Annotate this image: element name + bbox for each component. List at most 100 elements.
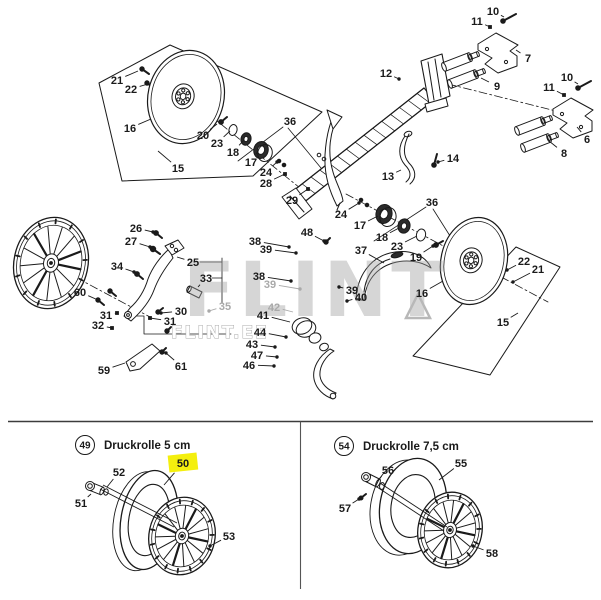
part-label-40[interactable]: 40 xyxy=(345,292,367,304)
part-label-30[interactable]: 30 xyxy=(159,306,187,318)
bearing-chain-left xyxy=(228,124,327,168)
part-label-24[interactable]: 24 xyxy=(335,201,361,221)
arm-25 xyxy=(123,239,203,322)
inset-box-49: 49 Druckrolle 5 cm xyxy=(75,435,190,528)
svg-text:29: 29 xyxy=(286,195,298,207)
part-label-12[interactable]: 12 xyxy=(380,68,401,81)
svg-text:52: 52 xyxy=(113,467,125,479)
part-label-36[interactable]: 36 xyxy=(426,197,438,209)
part-label-52[interactable]: 52 xyxy=(106,467,125,488)
part-label-9[interactable]: 9 xyxy=(480,77,500,93)
part-label-35[interactable]: 35 xyxy=(207,301,231,313)
part-label-50[interactable]: 50 xyxy=(163,452,199,486)
link-45 xyxy=(313,348,337,400)
part-label-29[interactable]: 29 xyxy=(286,187,310,207)
svg-text:18: 18 xyxy=(227,147,239,159)
part-label-22[interactable]: 22 xyxy=(125,83,149,96)
svg-text:33: 33 xyxy=(200,273,212,285)
part-label-15[interactable]: 15 xyxy=(157,150,184,175)
part-label-57[interactable]: 57 xyxy=(339,497,361,515)
part-label-44[interactable]: 44 xyxy=(254,327,288,339)
part-label-39[interactable]: 39 xyxy=(264,279,302,291)
part-label-48[interactable]: 48 xyxy=(301,227,326,243)
svg-text:39: 39 xyxy=(346,285,358,297)
part-label-27[interactable]: 27 xyxy=(125,236,152,249)
discs-and-wheels xyxy=(12,49,509,576)
part-label-23[interactable]: 23 xyxy=(391,235,418,253)
part-label-10[interactable]: 10 xyxy=(561,72,579,85)
svg-text:17: 17 xyxy=(245,157,257,169)
part-label-19[interactable]: 19 xyxy=(410,244,435,264)
svg-text:17: 17 xyxy=(354,220,366,232)
part-label-43[interactable]: 43 xyxy=(246,339,277,351)
svg-text:21: 21 xyxy=(111,75,123,87)
part-label-39[interactable]: 39 xyxy=(260,244,298,256)
part-label-51[interactable]: 51 xyxy=(75,493,92,510)
part-label-11[interactable]: 11 xyxy=(543,82,566,97)
svg-text:10: 10 xyxy=(561,72,573,84)
svg-text:25: 25 xyxy=(187,257,199,269)
svg-text:41: 41 xyxy=(257,310,269,322)
part-label-37[interactable]: 37 xyxy=(355,245,385,264)
part-label-34[interactable]: 34 xyxy=(111,261,136,274)
part-label-16[interactable]: 16 xyxy=(416,280,444,300)
part-label-31[interactable]: 31 xyxy=(148,316,176,328)
part-label-25[interactable]: 25 xyxy=(176,256,199,269)
svg-text:43: 43 xyxy=(246,339,258,351)
svg-text:39: 39 xyxy=(264,279,276,291)
part-label-14[interactable]: 14 xyxy=(436,153,460,165)
svg-text:11: 11 xyxy=(543,82,555,94)
svg-text:22: 22 xyxy=(518,256,530,268)
svg-text:23: 23 xyxy=(391,241,403,253)
part-label-39[interactable]: 39 xyxy=(337,285,358,297)
part-label-6[interactable]: 6 xyxy=(576,126,590,146)
part-label-61[interactable]: 61 xyxy=(164,351,187,373)
inset-title-54: Druckrolle 7,5 cm xyxy=(363,441,459,453)
part-label-55[interactable]: 55 xyxy=(438,458,467,481)
part-label-16[interactable]: 16 xyxy=(124,118,152,135)
part-label-38[interactable]: 38 xyxy=(249,236,291,249)
part-label-21[interactable]: 21 xyxy=(111,70,139,87)
svg-text:35: 35 xyxy=(219,301,231,313)
part-label-41[interactable]: 41 xyxy=(257,310,291,323)
part-label-22[interactable]: 22 xyxy=(505,256,530,272)
part-label-47[interactable]: 47 xyxy=(251,350,279,362)
part-label-42[interactable]: 42 xyxy=(268,302,294,314)
part-label-17[interactable]: 17 xyxy=(354,215,379,232)
part-label-38[interactable]: 38 xyxy=(253,271,293,283)
svg-text:15: 15 xyxy=(172,163,184,175)
part-label-13[interactable]: 13 xyxy=(382,169,402,183)
svg-text:23: 23 xyxy=(211,138,223,150)
svg-text:36: 36 xyxy=(284,116,296,128)
part-label-31[interactable]: 31 xyxy=(100,310,119,322)
svg-text:19: 19 xyxy=(410,252,422,264)
panel-15-right xyxy=(412,246,561,376)
inset-54-art xyxy=(361,472,448,532)
part-label-58[interactable]: 58 xyxy=(471,544,498,560)
part-label-18[interactable]: 18 xyxy=(227,139,245,159)
part-label-21[interactable]: 21 xyxy=(511,264,544,284)
inset-title-49: Druckrolle 5 cm xyxy=(104,440,190,452)
svg-text:38: 38 xyxy=(253,271,265,283)
part-label-24[interactable]: 24 xyxy=(260,160,279,179)
part-label-15[interactable]: 15 xyxy=(497,312,519,329)
part-label-7[interactable]: 7 xyxy=(515,49,531,65)
part-label-33[interactable]: 33 xyxy=(197,273,212,288)
part-label-8[interactable]: 8 xyxy=(548,140,567,160)
part-label-11[interactable]: 11 xyxy=(471,16,492,29)
part-label-23[interactable]: 23 xyxy=(211,130,231,150)
part-label-26[interactable]: 26 xyxy=(130,223,155,235)
part-label-18[interactable]: 18 xyxy=(376,227,400,244)
part-label-56[interactable]: 56 xyxy=(376,465,394,482)
part-label-46[interactable]: 46 xyxy=(243,360,276,372)
part-label-60[interactable]: 60 xyxy=(74,287,100,302)
svg-text:36: 36 xyxy=(426,197,438,209)
part-label-17[interactable]: 17 xyxy=(245,150,259,169)
part-label-10[interactable]: 10 xyxy=(487,6,505,18)
part-label-53[interactable]: 53 xyxy=(208,531,235,548)
part-label-32[interactable]: 32 xyxy=(92,320,114,332)
part-label-20[interactable]: 20 xyxy=(197,123,218,142)
part-label-59[interactable]: 59 xyxy=(98,362,126,377)
part-label-36[interactable]: 36 xyxy=(284,116,296,128)
part-label-28[interactable]: 28 xyxy=(260,172,287,190)
